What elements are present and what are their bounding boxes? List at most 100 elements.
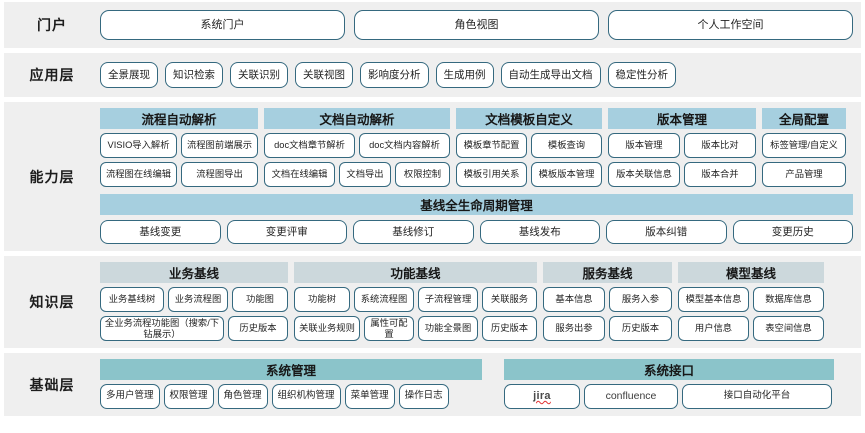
group-header-global-config: 全局配置 xyxy=(762,108,846,129)
cap-item-tag-manage-custom[interactable]: 标签管理/自定义 xyxy=(762,133,846,158)
app-item-panorama[interactable]: 全景展现 xyxy=(100,62,158,88)
base-group-system-interface: 系统接口 jira confluence 接口自动化平台 xyxy=(504,359,834,409)
know-item-full-business-flow-function-diagram[interactable]: 全业务流程功能图（搜索/下钻展示） xyxy=(100,316,224,341)
lifecycle-item-baseline-change[interactable]: 基线变更 xyxy=(100,220,221,244)
know-item-history-version[interactable]: 历史版本 xyxy=(228,316,288,341)
cap-item-doc-content-parse[interactable]: doc文档内容解析 xyxy=(359,133,450,158)
know-item-model-basic-info[interactable]: 模型基本信息 xyxy=(678,287,749,312)
portal-item-personal-workspace[interactable]: 个人工作空间 xyxy=(608,10,853,40)
cap-item-visio-import-parse[interactable]: VISIO导入解析 xyxy=(100,133,177,158)
base-item-operation-log[interactable]: 操作日志 xyxy=(398,384,449,409)
group-header-model-baseline: 模型基线 xyxy=(678,262,824,283)
app-item-impact-analysis[interactable]: 影响度分析 xyxy=(360,62,429,88)
base-item-org-structure-manage[interactable]: 组织机构管理 xyxy=(271,384,341,409)
know-item-basic-info[interactable]: 基本信息 xyxy=(543,287,605,312)
cap-item-flowchart-export[interactable]: 流程图导出 xyxy=(181,162,258,187)
group-header-doc-template: 文档模板自定义 xyxy=(456,108,602,129)
capability-group-doc-template: 文档模板自定义 模板章节配置 模板查询 模板引用关系 模板版本管理 xyxy=(456,108,602,187)
layer-knowledge: 知识层 业务基线 业务基线树 业务流程图 功能图 全业务流程功能图（搜索/下钻展… xyxy=(4,256,861,348)
cap-item-product-manage[interactable]: 产品管理 xyxy=(762,162,846,187)
lifecycle-item-change-review[interactable]: 变更评审 xyxy=(226,220,347,244)
know-item-related-service[interactable]: 关联服务 xyxy=(482,287,537,312)
cap-item-template-reference-relation[interactable]: 模板引用关系 xyxy=(456,162,527,187)
cap-item-permission-control[interactable]: 权限控制 xyxy=(395,162,450,187)
portal-item-role-view[interactable]: 角色视图 xyxy=(354,10,599,40)
know-item-history-version[interactable]: 历史版本 xyxy=(482,316,537,341)
capability-row: 产品管理 xyxy=(762,162,846,187)
cap-item-flowchart-frontend-display[interactable]: 流程图前端展示 xyxy=(181,133,258,158)
cap-item-template-chapter-config[interactable]: 模板章节配置 xyxy=(456,133,527,158)
base-item-interface-automation-platform[interactable]: 接口自动化平台 xyxy=(682,384,832,409)
lifecycle-item-baseline-release[interactable]: 基线发布 xyxy=(479,220,600,244)
know-item-attribute-configurable[interactable]: 属性可配置 xyxy=(364,316,414,341)
cap-item-template-version-manage[interactable]: 模板版本管理 xyxy=(531,162,602,187)
capability-row: 模板章节配置 模板查询 xyxy=(456,133,602,158)
app-item-relation-view[interactable]: 关联视图 xyxy=(295,62,353,88)
base-row: jira confluence 接口自动化平台 xyxy=(504,384,834,409)
know-item-history-version[interactable]: 历史版本 xyxy=(609,316,672,341)
portal-item-system-portal[interactable]: 系统门户 xyxy=(100,10,345,40)
know-item-related-business-rule[interactable]: 关联业务规则 xyxy=(294,316,360,341)
know-item-service-input-params[interactable]: 服务入参 xyxy=(609,287,672,312)
app-item-auto-export-doc[interactable]: 自动生成导出文档 xyxy=(500,62,601,88)
layer-label-portal: 门户 xyxy=(37,17,67,33)
lifecycle-item-version-correction[interactable]: 版本纠错 xyxy=(606,220,727,244)
capability-group-global-config: 全局配置 标签管理/自定义 产品管理 xyxy=(762,108,846,187)
know-item-subprocess-manage[interactable]: 子流程管理 xyxy=(418,287,478,312)
cap-item-version-manage[interactable]: 版本管理 xyxy=(608,133,680,158)
base-item-confluence[interactable]: confluence xyxy=(584,384,678,409)
cap-item-flowchart-online-edit[interactable]: 流程图在线编辑 xyxy=(100,162,177,187)
capability-row: 文档在线编辑 文档导出 权限控制 xyxy=(264,162,450,187)
base-item-multi-user-manage[interactable]: 多用户管理 xyxy=(100,384,160,409)
group-header-version-manage: 版本管理 xyxy=(608,108,756,129)
know-item-tablespace-info[interactable]: 表空间信息 xyxy=(753,316,824,341)
knowledge-row: 服务出参 历史版本 xyxy=(543,316,672,341)
baseline-lifecycle-row: 基线变更 变更评审 基线修订 基线发布 版本纠错 变更历史 xyxy=(100,220,853,244)
know-item-system-flowchart[interactable]: 系统流程图 xyxy=(354,287,414,312)
base-item-menu-manage[interactable]: 菜单管理 xyxy=(344,384,395,409)
capability-row: 版本管理 版本比对 xyxy=(608,133,756,158)
cap-item-version-merge[interactable]: 版本合并 xyxy=(684,162,756,187)
knowledge-group-function-baseline: 功能基线 功能树 系统流程图 子流程管理 关联服务 关联业务规则 属性可配置 功… xyxy=(294,262,537,341)
lifecycle-item-baseline-revision[interactable]: 基线修订 xyxy=(353,220,474,244)
app-item-stability-analysis[interactable]: 稳定性分析 xyxy=(607,62,676,88)
capability-group-process-parse: 流程自动解析 VISIO导入解析 流程图前端展示 流程图在线编辑 流程图导出 xyxy=(100,108,258,187)
know-item-database-info[interactable]: 数据库信息 xyxy=(753,287,824,312)
layer-portal: 门户 系统门户 角色视图 个人工作空间 xyxy=(4,2,861,48)
base-item-role-manage[interactable]: 角色管理 xyxy=(217,384,268,409)
base-item-jira[interactable]: jira xyxy=(504,384,580,409)
know-item-business-flowchart[interactable]: 业务流程图 xyxy=(168,287,228,312)
knowledge-group-model-baseline: 模型基线 模型基本信息 数据库信息 用户信息 表空间信息 xyxy=(678,262,824,341)
group-header-business-baseline: 业务基线 xyxy=(100,262,288,283)
layer-body-capability: 流程自动解析 VISIO导入解析 流程图前端展示 流程图在线编辑 流程图导出 文… xyxy=(100,102,861,251)
layer-application: 应用层 全景展现 知识检索 关联识别 关联视图 影响度分析 生成用例 自动生成导… xyxy=(4,53,861,97)
know-item-function-panorama[interactable]: 功能全景图 xyxy=(418,316,478,341)
lifecycle-item-change-history[interactable]: 变更历史 xyxy=(732,220,853,244)
know-item-function-diagram[interactable]: 功能图 xyxy=(232,287,288,312)
know-item-service-output-params[interactable]: 服务出参 xyxy=(543,316,605,341)
cap-item-doc-chapter-parse[interactable]: doc文档章节解析 xyxy=(264,133,355,158)
knowledge-row: 用户信息 表空间信息 xyxy=(678,316,824,341)
layer-body-knowledge: 业务基线 业务基线树 业务流程图 功能图 全业务流程功能图（搜索/下钻展示） 历… xyxy=(100,256,861,348)
group-header-function-baseline: 功能基线 xyxy=(294,262,537,283)
base-item-permission-manage[interactable]: 权限管理 xyxy=(163,384,214,409)
capability-row: 版本关联信息 版本合并 xyxy=(608,162,756,187)
layer-label-knowledge: 知识层 xyxy=(29,294,75,310)
capability-group-doc-parse: 文档自动解析 doc文档章节解析 doc文档内容解析 文档在线编辑 文档导出 权… xyxy=(264,108,450,187)
cap-item-doc-export[interactable]: 文档导出 xyxy=(339,162,391,187)
cap-item-template-query[interactable]: 模板查询 xyxy=(531,133,602,158)
app-item-knowledge-search[interactable]: 知识检索 xyxy=(165,62,223,88)
capability-row: 模板引用关系 模板版本管理 xyxy=(456,162,602,187)
cap-item-version-relation-info[interactable]: 版本关联信息 xyxy=(608,162,680,187)
app-item-relation-recognition[interactable]: 关联识别 xyxy=(230,62,288,88)
capability-group-version-manage: 版本管理 版本管理 版本比对 版本关联信息 版本合并 xyxy=(608,108,756,187)
know-item-function-tree[interactable]: 功能树 xyxy=(294,287,350,312)
know-item-user-info[interactable]: 用户信息 xyxy=(678,316,749,341)
layer-label-application: 应用层 xyxy=(29,67,75,83)
know-item-business-baseline-tree[interactable]: 业务基线树 xyxy=(100,287,164,312)
cap-item-doc-online-edit[interactable]: 文档在线编辑 xyxy=(264,162,335,187)
layer-body-application: 全景展现 知识检索 关联识别 关联视图 影响度分析 生成用例 自动生成导出文档 … xyxy=(100,53,861,97)
app-item-generate-case[interactable]: 生成用例 xyxy=(435,62,494,88)
cap-item-version-compare[interactable]: 版本比对 xyxy=(684,133,756,158)
